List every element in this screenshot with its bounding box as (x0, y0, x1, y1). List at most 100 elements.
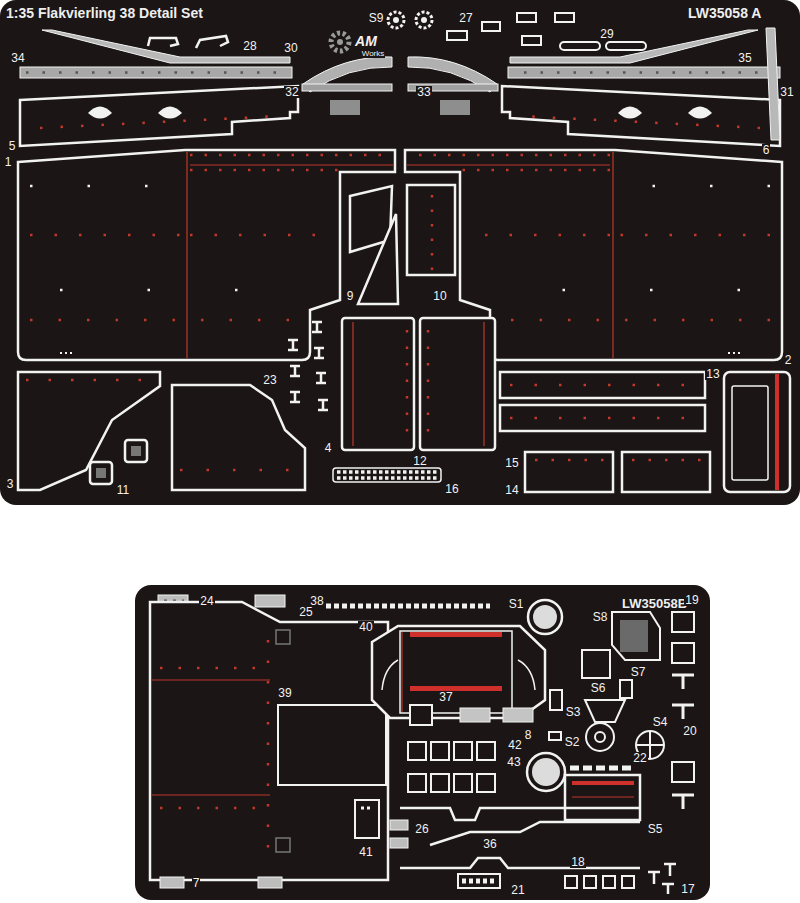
callout-number: 35 (737, 52, 752, 65)
fret-part (454, 742, 472, 760)
callout-number: 21 (510, 884, 525, 897)
fret-part (26, 71, 288, 74)
fret-part (30, 234, 180, 237)
fret-part (620, 680, 632, 698)
callout-number: 19 (684, 594, 699, 607)
fret-part (410, 705, 432, 725)
callout-number: 13 (705, 368, 720, 381)
fret-part (131, 446, 141, 456)
fret-part (672, 762, 694, 782)
fret-part (606, 42, 646, 50)
fret-part (431, 774, 449, 792)
fret-part (632, 459, 702, 462)
fret-sheet (0, 0, 800, 505)
fret-part (517, 13, 536, 22)
fret-part (527, 753, 565, 791)
fret-part (190, 169, 338, 172)
fret-part (318, 400, 328, 410)
fret-part (372, 626, 545, 718)
fret-part (180, 469, 298, 472)
callout-number: S7 (630, 666, 647, 679)
fret-part (447, 31, 467, 40)
fret-part (337, 470, 438, 474)
fret-part (482, 22, 500, 31)
fret-part (620, 620, 648, 652)
callout-number: Works (361, 50, 386, 58)
fret-part (361, 807, 373, 810)
fret-part (672, 643, 694, 663)
fret-part (565, 775, 640, 820)
fret-part (570, 766, 632, 771)
fret-part (342, 318, 414, 450)
callout-number: 24 (199, 595, 214, 608)
callout-number: S8 (592, 611, 609, 624)
callout-number: 36 (482, 838, 497, 851)
fret-part (290, 392, 300, 402)
callout-number: 23 (262, 374, 277, 387)
callout-number: 8 (524, 729, 533, 742)
fret-part (30, 319, 300, 322)
callout-number: 27 (458, 12, 473, 25)
callout-number: 3 (6, 478, 15, 491)
fret-part (603, 876, 615, 888)
fret-part (500, 405, 705, 431)
fret-part (337, 476, 438, 480)
fret-part (405, 30, 782, 360)
fret-part (648, 872, 660, 884)
fret-part (60, 352, 75, 354)
fret-sheet: LW35058B (135, 585, 710, 900)
callout-number: 11 (116, 484, 130, 497)
fret-part (462, 879, 497, 884)
fret-part (525, 452, 613, 492)
fret-part (458, 874, 500, 888)
callout-number: 26 (414, 823, 429, 836)
fret-part (355, 800, 379, 838)
fret-part (766, 28, 780, 140)
callout-number: S2 (564, 736, 581, 749)
callout-number: 14 (504, 484, 519, 497)
fret-part (431, 742, 449, 760)
fret-part (483, 322, 484, 446)
callout-number: 33 (416, 86, 431, 99)
fret-part (532, 758, 560, 786)
fret-part (382, 660, 398, 690)
fret-part (30, 185, 180, 188)
fret-part (314, 348, 324, 358)
callout-number: 12 (412, 455, 427, 468)
fret-part (533, 605, 557, 629)
callout-number: 6 (762, 144, 771, 157)
fret-part (584, 876, 596, 888)
fret-part (96, 468, 106, 478)
fret-part (724, 372, 790, 492)
fret-part (276, 630, 290, 644)
fret-part (172, 385, 305, 490)
callout-number: AM (354, 34, 378, 49)
fret-part (255, 595, 285, 607)
callout-number: 5 (8, 140, 17, 153)
callout-number: 10 (432, 290, 447, 303)
callout-number: 18 (570, 856, 585, 869)
fret-part (316, 373, 326, 383)
fret-part (18, 150, 395, 360)
fret-part (518, 660, 535, 690)
fret-part (288, 340, 298, 350)
callout-number: 32 (284, 86, 299, 99)
callout-number: 39 (277, 687, 292, 700)
fret-part (400, 808, 640, 820)
fret-part (427, 330, 430, 440)
fret-part (150, 595, 694, 894)
fret-part (410, 686, 502, 691)
fret-part (352, 322, 353, 446)
fret-part (18, 12, 790, 492)
fret-heading: LW35058B (622, 597, 687, 611)
fret-part (401, 632, 402, 712)
fret-part (535, 459, 605, 462)
callout-number: 29 (599, 28, 614, 41)
fret-part (158, 107, 182, 119)
callout-number: 25 (298, 606, 313, 619)
fret-part (125, 440, 147, 462)
fret-part (420, 318, 495, 450)
fret-part (572, 796, 634, 797)
fret-part (190, 164, 393, 165)
